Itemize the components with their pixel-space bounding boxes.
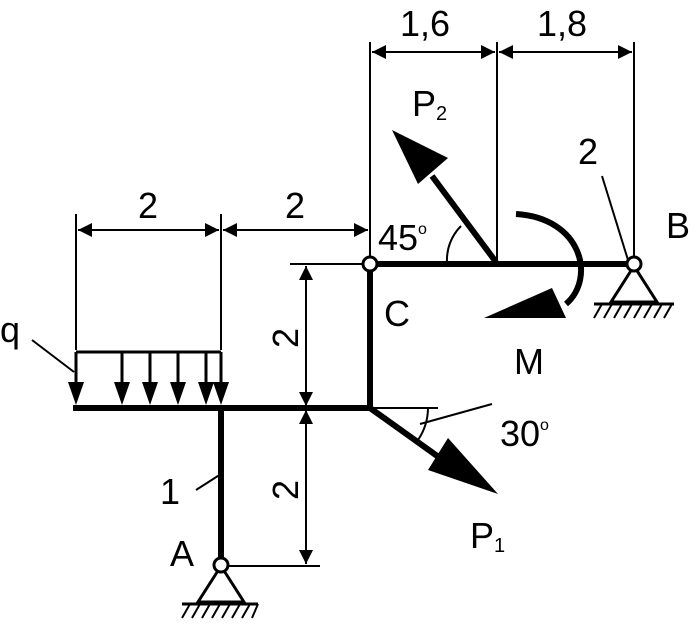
force-P2	[392, 130, 499, 264]
label-rod-1: 1	[160, 471, 180, 512]
dim-upper-height: 2	[265, 328, 306, 348]
dim-load-width: 2	[138, 185, 158, 226]
q-leader-line	[31, 339, 75, 373]
dim-lower-height: 2	[265, 480, 306, 500]
extension-lines	[75, 42, 635, 567]
support-A	[181, 556, 259, 619]
label-angle-30: 30o	[500, 413, 549, 454]
label-q: q	[0, 309, 20, 350]
label-A: A	[170, 533, 194, 574]
distributed-load	[68, 350, 229, 405]
moment-M	[484, 211, 584, 318]
label-angle-45: 45o	[378, 217, 427, 258]
rod-2-leader	[601, 175, 629, 261]
dim-top-right: 1,8	[537, 3, 587, 44]
support-B	[593, 255, 674, 319]
label-P2: P2	[412, 83, 447, 125]
angle-arc-45	[445, 225, 462, 263]
label-B: B	[666, 205, 690, 246]
angle-30-leader	[419, 403, 493, 425]
frame-structure	[73, 261, 631, 567]
dimension-lines	[78, 45, 632, 564]
label-M: M	[514, 341, 544, 382]
dim-top-left: 1,6	[400, 3, 450, 44]
rod-1-leader	[195, 473, 222, 491]
label-P1: P1	[470, 515, 505, 557]
force-P1	[368, 405, 498, 494]
angle-arc-30	[417, 407, 429, 441]
label-C: C	[384, 293, 410, 334]
label-rod-2: 2	[578, 131, 598, 172]
hinge-C	[361, 255, 379, 273]
dim-gap-width: 2	[285, 185, 305, 226]
